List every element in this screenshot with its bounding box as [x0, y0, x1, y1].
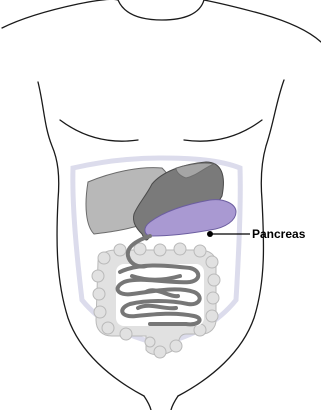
pancreas-label: Pancreas: [252, 227, 305, 241]
pancreas-leader-dot: [207, 231, 213, 237]
